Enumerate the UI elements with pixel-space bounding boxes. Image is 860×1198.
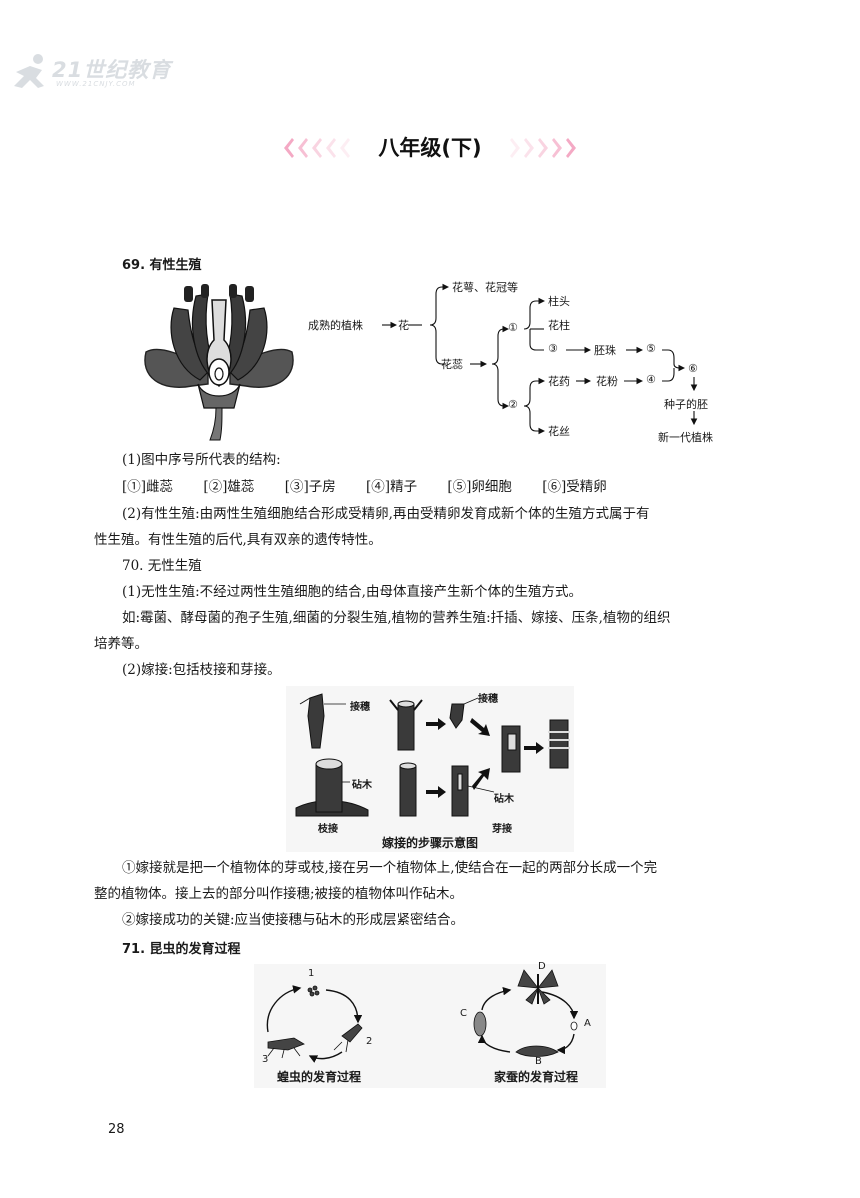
insect-cycles: [266, 969, 579, 1063]
silkworm-stage-d: D: [538, 961, 546, 972]
section-71-title: 71. 昆虫的发育过程: [122, 942, 241, 957]
page-number: 28: [108, 1122, 125, 1137]
structure-item: [⑥]受精卵: [542, 479, 607, 495]
s70-n1-line1: ①嫁接就是把一个植物体的芽或枝,接在另一个植物体上,使结合在一起的两部分长成一个…: [122, 860, 658, 876]
banner-decoration: [284, 132, 576, 164]
grade-title: 八年级(下): [378, 136, 482, 160]
stock-label-2: 砧木: [494, 794, 514, 805]
s70-p3: (2)嫁接:包括枝接和芽接。: [122, 662, 281, 678]
s70-n2: ②嫁接成功的关键:应当使接穗与砧木的形成层紧密结合。: [122, 912, 465, 928]
structure-item: [①]雌蕊: [122, 479, 174, 495]
silkworm-caption: 家蚕的发育过程: [493, 1070, 578, 1084]
grafting-caption: 嫁接的步骤示意图: [381, 836, 478, 850]
section-70-title: 70. 无性生殖: [122, 558, 202, 574]
flow-filament: 花丝: [548, 425, 570, 438]
reproduction-flowchart: 成熟的植株 花 花萼、花冠等 花蕊 ① ② 柱头 花柱 ③ 胚珠 ⑤ 花药 花粉…: [302, 278, 726, 444]
runner-icon: [14, 54, 44, 88]
s69-p1: (1)图中序号所代表的结构:: [122, 452, 281, 468]
flow-pollen: 花粉: [596, 375, 618, 388]
structure-list: [①]雌蕊 [②]雄蕊 [③]子房 [④]精子 [⑤]卵细胞 [⑥]受精卵: [122, 477, 762, 498]
flow-flower: 花: [398, 319, 409, 332]
flow-new-plant: 新一代植株: [658, 431, 713, 444]
s69-p2-line2: 性生殖。有性生殖的后代,具有双亲的遗传特性。: [94, 532, 382, 548]
branch-graft-label: 枝接: [318, 824, 338, 835]
flow-stigma: 柱头: [548, 295, 570, 308]
structure-item: [③]子房: [284, 479, 336, 495]
flow-circle-2: ②: [508, 398, 518, 411]
logo-url: WWW.21CNJY.COM: [56, 80, 136, 88]
locust-stage-3: 3: [262, 1054, 269, 1065]
flow-calyx: 花萼、花冠等: [452, 281, 518, 294]
structure-item: [②]雄蕊: [203, 479, 255, 495]
structure-item: [⑤]卵细胞: [447, 479, 512, 495]
s70-n1-line2: 整的植物体。接上去的部分叫作接穗;被接的植物体叫作砧木。: [94, 886, 464, 902]
flow-circle-6: ⑥: [688, 362, 698, 375]
grafting-illustration: [295, 693, 570, 817]
bud-graft-label: 芽接: [492, 824, 512, 835]
grafting-diagram: 接穗 接穗 砧木 砧木 枝接 芽接 嫁接的步骤示意图: [286, 686, 574, 852]
locust-caption: 蝗虫的发育过程: [276, 1070, 361, 1084]
flow-circle-1: ①: [508, 321, 518, 334]
s69-p2-line1: (2)有性生殖:由两性生殖细胞结合形成受精卵,再由受精卵发育成新个体的生殖方式属…: [122, 506, 650, 522]
flower-diagram: [138, 280, 300, 442]
structure-item: [④]精子: [366, 479, 418, 495]
scion-label-2: 接穗: [478, 694, 498, 705]
silkworm-stage-b: B: [535, 1056, 542, 1067]
locust-stage-2: 2: [366, 1036, 373, 1047]
flow-ovule: 胚珠: [594, 344, 616, 357]
scion-label-1: 接穗: [350, 702, 370, 713]
locust-stage-1: 1: [308, 968, 315, 979]
flow-circle-3: ③: [548, 342, 558, 355]
grade-banner: 八年级(下): [280, 128, 580, 168]
s70-p2-line1: 如:霉菌、酵母菌的孢子生殖,细菌的分裂生殖,植物的营养生殖:扦插、嫁接、压条,植…: [122, 610, 671, 626]
flow-circle-4: ④: [646, 373, 656, 386]
insect-development-diagram: 1 2 3 蝗虫的发育过程 D A B C 家蚕的发育过程: [254, 961, 606, 1088]
stock-label-1: 砧木: [352, 780, 372, 791]
section-69-title: 69. 有性生殖: [122, 258, 202, 273]
flow-circle-5: ⑤: [646, 342, 656, 355]
s70-p1: (1)无性生殖:不经过两性生殖细胞的结合,由母体直接产生新个体的生殖方式。: [122, 584, 582, 600]
silkworm-stage-c: C: [460, 1008, 467, 1019]
flow-style: 花柱: [548, 319, 570, 332]
site-logo: 21世纪教育 WWW.21CNJY.COM: [8, 52, 183, 94]
flowchart-lines: [382, 283, 698, 435]
s70-p2-line2: 培养等。: [94, 636, 148, 652]
flower-icon: [144, 284, 294, 441]
flow-pistil: 花蕊: [441, 358, 463, 371]
flow-embryo: 种子的胚: [664, 398, 708, 411]
flow-root: 成熟的植株: [308, 319, 363, 332]
silkworm-stage-a: A: [584, 1018, 591, 1029]
logo-text: 21世纪教育: [52, 58, 172, 82]
flow-anther: 花药: [548, 375, 570, 388]
